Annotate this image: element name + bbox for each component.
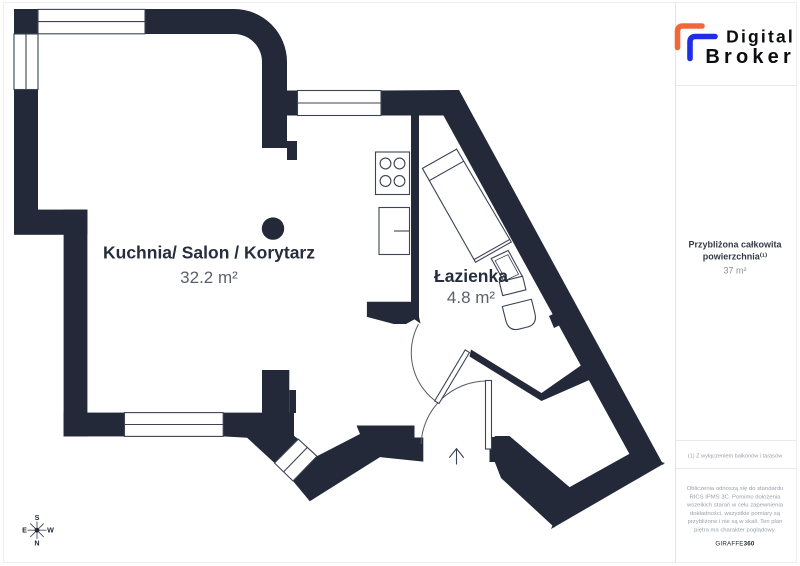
svg-text:S: S [35,513,40,522]
svg-text:Obliczenia odnoszą się do stan: Obliczenia odnoszą się do standardu [687,486,784,492]
svg-text:E: E [22,526,27,535]
svg-text:37 m²: 37 m² [723,266,746,276]
svg-text:Przybliżona całkowita: Przybliżona całkowita [688,240,782,250]
svg-text:dokładności, wszystkie pomiary: dokładności, wszystkie pomiary są [690,511,781,517]
svg-text:Łazienka: Łazienka [434,266,508,286]
svg-text:GIRAFFE360: GIRAFFE360 [715,541,755,548]
svg-text:Kuchnia/ Salon / Korytarz: Kuchnia/ Salon / Korytarz [103,243,315,263]
svg-text:Digital: Digital [726,27,795,47]
svg-text:RICS IPMS 3C. Pomimo dołożenia: RICS IPMS 3C. Pomimo dołożenia [689,494,781,500]
svg-text:(1) Z wyłączeniem balkonów i t: (1) Z wyłączeniem balkonów i tarasów [688,454,783,460]
svg-text:powierzchnia⁽¹⁾: powierzchnia⁽¹⁾ [703,252,767,262]
svg-text:wszelkich starań w celu zapewn: wszelkich starań w celu zapewnienia [686,503,784,509]
svg-text:N: N [34,539,39,548]
svg-text:W: W [47,526,54,535]
svg-text:piętra ma charakter poglądowy.: piętra ma charakter poglądowy. [694,528,776,534]
svg-text:32.2 m²: 32.2 m² [180,268,238,287]
svg-text:przybliżone i nie są w skali.: przybliżone i nie są w skali. Ten plan [688,519,783,525]
svg-text:4.8 m²: 4.8 m² [447,288,496,307]
svg-text:Broker: Broker [705,46,795,68]
